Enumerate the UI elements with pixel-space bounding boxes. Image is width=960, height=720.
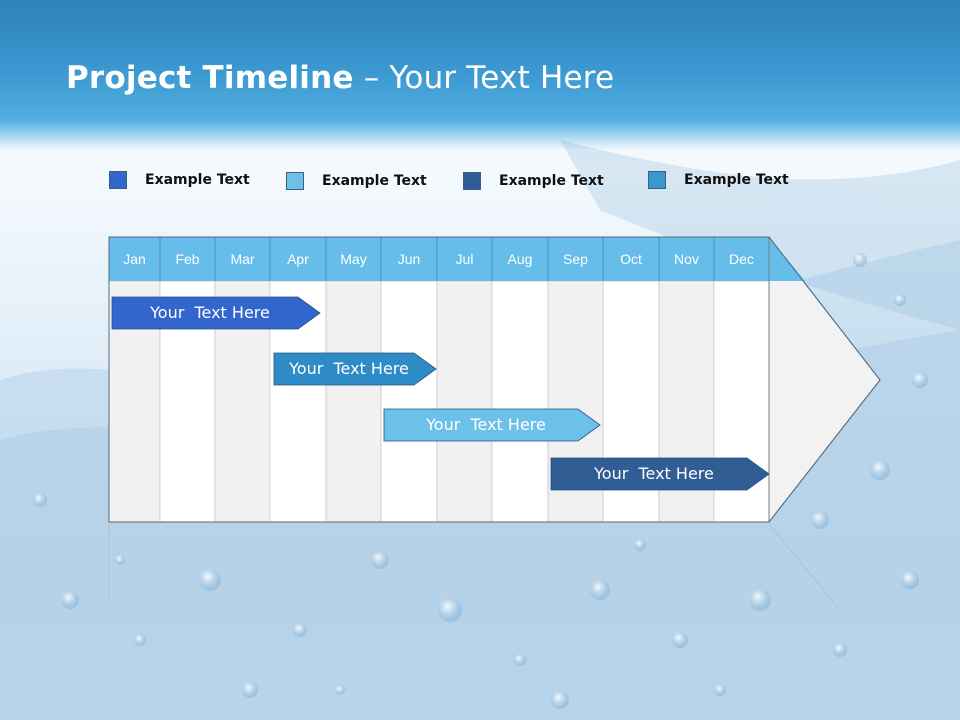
month-label: Dec bbox=[729, 251, 754, 267]
legend-label: Example Text bbox=[684, 172, 789, 188]
legend-item-4: Example Text bbox=[648, 171, 789, 189]
task-bar bbox=[273, 352, 437, 386]
task-bar-label: Your Text Here bbox=[426, 415, 546, 434]
legend-swatch bbox=[286, 172, 304, 190]
timeline-arrow-outline bbox=[108, 236, 881, 523]
month-header-row bbox=[109, 237, 805, 281]
task-bar bbox=[550, 457, 770, 491]
title-subtitle: – Your Text Here bbox=[353, 60, 615, 96]
task-bar bbox=[383, 408, 601, 442]
month-column bbox=[380, 280, 438, 523]
month-column bbox=[491, 280, 549, 523]
chart-reflection bbox=[108, 523, 841, 611]
legend-label: Example Text bbox=[145, 172, 250, 188]
month-label: May bbox=[340, 251, 366, 267]
legend-item-3: Example Text bbox=[463, 172, 604, 190]
page-title: Project Timeline – Your Text Here bbox=[66, 60, 614, 96]
month-label: Apr bbox=[287, 251, 309, 267]
month-label: Oct bbox=[620, 251, 642, 267]
legend-item-1: Example Text bbox=[109, 171, 250, 189]
month-label: Aug bbox=[508, 251, 533, 267]
month-label: Jun bbox=[398, 251, 421, 267]
legend-item-2: Example Text bbox=[286, 172, 427, 190]
title-bold: Project Timeline bbox=[66, 60, 354, 96]
task-bar bbox=[111, 296, 321, 330]
month-label: Sep bbox=[563, 251, 588, 267]
month-label: Feb bbox=[175, 251, 199, 267]
legend-label: Example Text bbox=[499, 173, 604, 189]
month-column bbox=[325, 280, 382, 523]
month-label: Nov bbox=[674, 251, 699, 267]
task-bar-label: Your Text Here bbox=[289, 359, 409, 378]
month-label: Jan bbox=[123, 251, 146, 267]
task-bar-label: Your Text Here bbox=[150, 303, 270, 322]
header-band bbox=[0, 0, 960, 150]
task-bar-label: Your Text Here bbox=[594, 464, 714, 483]
legend-label: Example Text bbox=[322, 173, 427, 189]
legend-swatch bbox=[648, 171, 666, 189]
legend-swatch bbox=[109, 171, 127, 189]
month-label: Jul bbox=[456, 251, 474, 267]
legend-swatch bbox=[463, 172, 481, 190]
month-column bbox=[436, 280, 493, 523]
month-label: Mar bbox=[230, 251, 254, 267]
